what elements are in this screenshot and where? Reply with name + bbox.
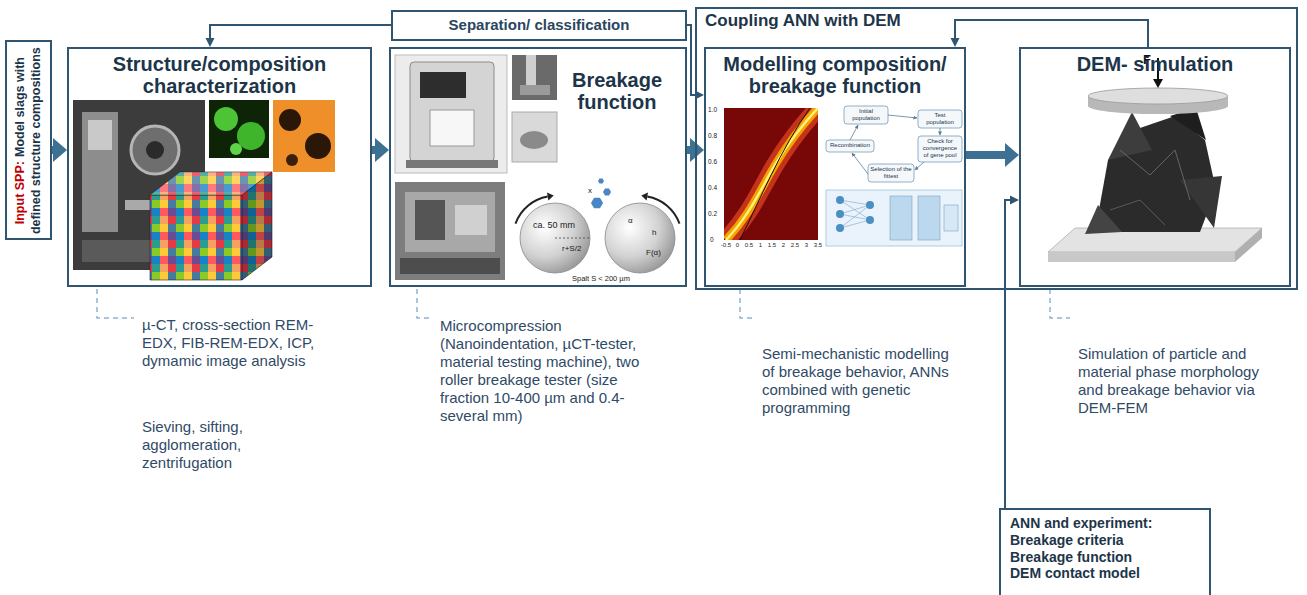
flow-arrow	[966, 143, 1019, 167]
axis-tick: 0.8	[708, 132, 717, 139]
node-title: Structure/composition characterization	[77, 53, 362, 97]
process-box: Modelling composition/ breakage function	[704, 47, 966, 287]
flow-step: Recombination	[828, 142, 872, 149]
flow-step: Check for convergence of gene pool	[920, 138, 960, 159]
arrow-head	[206, 38, 215, 47]
edx-map-orange	[273, 100, 335, 172]
angle-label: α	[628, 216, 633, 225]
process-box: DEM- simulation	[1019, 47, 1291, 287]
axis-tick: 0.5	[742, 242, 756, 249]
axis-tick: 1.5	[765, 242, 779, 249]
separation-box: Separation/ classification	[391, 10, 687, 41]
connector	[1005, 196, 1019, 509]
note-box: ANN and experiment:Breakage criteriaBrea…	[999, 508, 1211, 595]
flow-arrow	[52, 138, 67, 162]
node-title: Breakage function	[557, 69, 677, 113]
flow-step: Selection of the fittest	[870, 166, 912, 180]
arrow-head	[375, 138, 389, 162]
sample-photo	[512, 112, 557, 162]
roller-tester-photo	[395, 182, 505, 280]
heatmap-plot	[724, 108, 818, 240]
axis-tick: 0	[710, 236, 714, 243]
node-title: Coupling ANN with DEM	[705, 12, 901, 31]
method-list: µ-CT, cross-section REM-EDX, FIB-REM-EDX…	[142, 316, 322, 370]
node-title: Separation/ classification	[393, 17, 685, 34]
connector-line	[1005, 200, 1013, 508]
connector	[206, 25, 392, 47]
input-box: Input SPP:Model slags with defined struc…	[5, 40, 52, 240]
method-list: Semi-mechanistic modelling of breakage b…	[762, 345, 952, 417]
arrow-head	[53, 138, 67, 162]
method-list: Simulation of particle and material phas…	[1078, 345, 1268, 417]
rotated-label: Input SPP:Model slags with defined struc…	[13, 44, 44, 236]
connector-line	[955, 20, 1148, 47]
indenter-photo	[512, 55, 557, 100]
axis-tick: 3.5	[811, 242, 825, 249]
flow-step: Test population	[920, 112, 960, 126]
axis-tick: 0	[731, 242, 745, 249]
force-label: F	[1143, 52, 1151, 68]
axis-tick: 2	[777, 242, 791, 249]
method-list: Microcompression (Nanoindentation, µCT-t…	[440, 317, 645, 425]
note-text: Breakage function	[1010, 549, 1200, 566]
dimension-label: r+S/2	[562, 244, 581, 253]
arrow-head	[690, 138, 704, 162]
method-list: Sieving, sifting, agglomeration, zentrif…	[142, 418, 317, 472]
connector-line	[966, 151, 1009, 159]
two-roller-sketch	[516, 178, 680, 273]
voxel-cube	[150, 172, 272, 280]
process-box: Breakage function	[389, 47, 687, 287]
node-title: DEM- simulation	[1025, 53, 1285, 75]
flow-step: Initial population	[846, 108, 886, 122]
axis-tick: 0.2	[708, 210, 717, 217]
neural-network-sketch	[826, 190, 962, 246]
group-box: Coupling ANN with DEM Modelling compositi…	[695, 7, 1298, 290]
connector-line	[210, 25, 391, 41]
arrow-head	[1010, 196, 1019, 205]
dem-compression-sketch	[1048, 58, 1262, 262]
note-text: ANN and experiment:	[1010, 515, 1200, 532]
connector	[951, 20, 1149, 47]
testing-machine-photo	[395, 55, 507, 173]
process-box: Structure/composition characterization	[67, 47, 372, 287]
axis-tick: 3	[800, 242, 814, 249]
note-text: Breakage criteria	[1010, 532, 1200, 549]
edx-map-green	[209, 100, 269, 158]
axis-tick: 2.5	[788, 242, 802, 249]
note-text: DEM contact model	[1010, 565, 1200, 582]
axis-tick: 0.4	[708, 184, 717, 191]
dimension-label: Spalt S < 200 µm	[572, 275, 630, 284]
flow-arrow	[372, 138, 389, 162]
arrow-head	[951, 38, 960, 47]
dimension-label: x	[588, 186, 592, 195]
axis-tick: 1.0	[708, 106, 717, 113]
leader-lines	[97, 289, 1070, 318]
axis-tick: 0.6	[708, 158, 717, 165]
genetic-cycle	[826, 106, 962, 182]
arrow-head	[1005, 143, 1019, 167]
force-label: F(α)	[646, 248, 661, 257]
axis-tick: 1	[754, 242, 768, 249]
node-title: Modelling composition/ breakage function	[710, 53, 960, 97]
dimension-label: ca. 50 mm	[533, 220, 575, 230]
axis-tick: -0.5	[719, 242, 733, 249]
input-text: Input SPP:	[13, 161, 27, 224]
dimension-label: h	[652, 228, 656, 237]
